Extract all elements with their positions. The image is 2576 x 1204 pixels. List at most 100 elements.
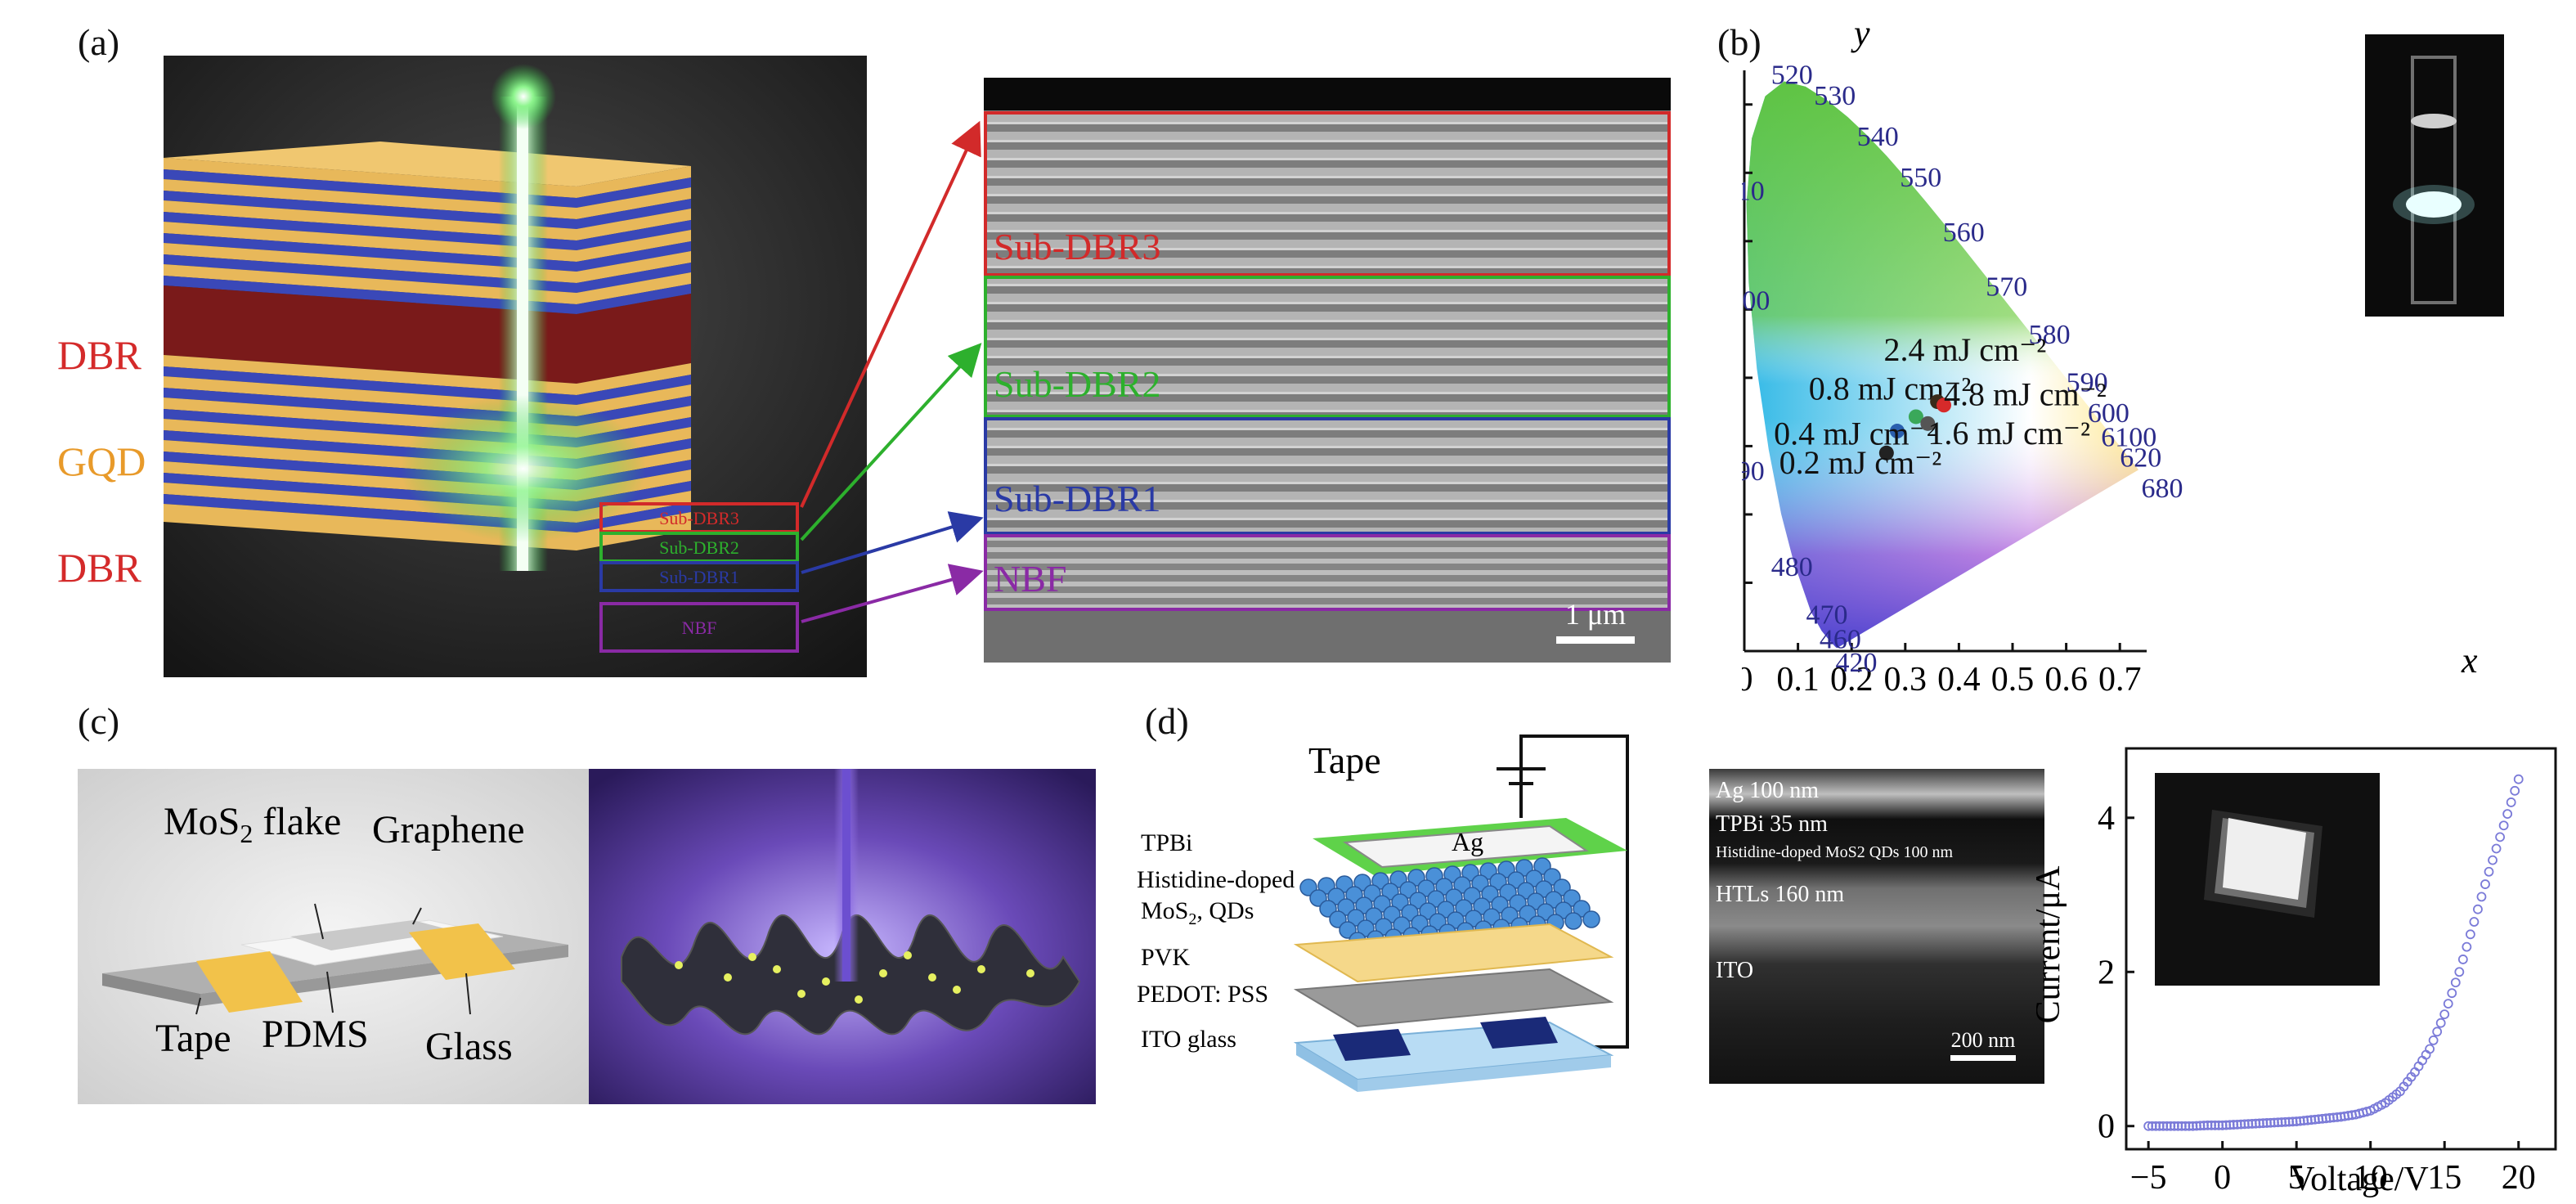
iv-data-point (2435, 1018, 2446, 1028)
panel-d-label: (d) (1145, 700, 1189, 742)
leader-graphene (412, 907, 422, 925)
iv-data-point (2258, 1118, 2269, 1129)
label-mos2-flake: MoS2 flake (164, 800, 341, 848)
cie-wavelength-label: 480 (1771, 552, 1813, 582)
side-label-gqd: GQD (57, 438, 146, 484)
iv-data-point (2480, 879, 2490, 889)
iv-data-point (2236, 1119, 2246, 1130)
iv-data-point (2443, 999, 2453, 1009)
iv-plot-frame (2125, 747, 2557, 1151)
electroluminescence-inset (2155, 773, 2380, 986)
iv-data-point (2184, 1121, 2194, 1131)
iv-data-point (2239, 1119, 2250, 1130)
iv-y-tick-label: 0 (2098, 1108, 2115, 1146)
iv-data-point (2180, 1121, 2191, 1131)
iv-data-point (2154, 1121, 2165, 1131)
cie-wavelength-label: 470 (1806, 600, 1847, 631)
iv-data-point (2224, 1120, 2235, 1130)
layer-label-ito: ITO glass (1141, 1026, 1236, 1053)
device-cross-section-sem: Ag 100 nm TPBi 35 nm Histidine-doped MoS… (1709, 769, 2044, 1084)
iv-data-point (2210, 1120, 2220, 1130)
iv-data-point (2169, 1121, 2179, 1131)
layer-label-histidine: Histidine-doped (1137, 866, 1295, 893)
dbr-stack-illustration: Sub-DBR3 Sub-DBR2 Sub-DBR1 NBF (164, 56, 867, 677)
xsec-label-ag: Ag 100 nm (1716, 778, 1819, 803)
stack-label-dbr2: Sub-DBR2 (659, 537, 739, 558)
iv-data-point (2173, 1121, 2183, 1131)
iv-data-point (2158, 1121, 2169, 1131)
cie-x-tick-label: 0.2 (1830, 661, 1874, 691)
cie-wavelength-label: 550 (1900, 163, 1941, 193)
xsec-label-htl: HTLs 160 nm (1716, 882, 1844, 907)
cie-data-point (1936, 398, 1952, 413)
iv-x-tick-label: 15 (2427, 1159, 2462, 1197)
iv-data-point (2151, 1121, 2161, 1131)
iv-data-point (2206, 1120, 2216, 1130)
iv-data-point (2165, 1121, 2176, 1131)
cie-data-point (1908, 409, 1923, 425)
iv-data-point (2495, 832, 2506, 842)
sem-label-dbr2: Sub-DBR2 (994, 363, 1160, 405)
iv-data-point (2466, 929, 2475, 940)
iv-data-point (2447, 988, 2457, 999)
panel-b-label: (b) (1717, 21, 1761, 63)
label-glass: Glass (425, 1025, 513, 1068)
leader-pdms (326, 971, 334, 1013)
layer-label-pvk: PVK (1141, 944, 1190, 971)
iv-data-point (2450, 977, 2461, 988)
iv-data-point (2491, 843, 2502, 854)
cie-data-point (1920, 416, 1936, 431)
cie-data-point (1878, 445, 1894, 460)
cie-point-label: 1.6 mJ cm⁻² (1928, 415, 2090, 452)
panel-c-label: (c) (78, 700, 120, 742)
cie-x-tick-label: 0.6 (2044, 661, 2088, 691)
label-tape: Tape (155, 1017, 231, 1060)
iv-y-tick-label: 2 (2098, 954, 2115, 991)
sem-label-nbf: NBF (994, 558, 1066, 600)
cie-point-label: 4.8 mJ cm⁻² (1944, 375, 2107, 412)
iv-x-tick-label: 20 (2502, 1159, 2536, 1197)
iv-data-point (2243, 1119, 2254, 1130)
cie-point-label: 0.4 mJ cm⁻² (1774, 416, 1936, 452)
cie-wavelength-label: 590 (2067, 368, 2108, 398)
leader-tape (195, 997, 201, 1015)
xsec-label-ito: ITO (1716, 958, 1753, 983)
iv-data-point (2221, 1120, 2232, 1130)
label-pdms: PDMS (262, 1013, 369, 1056)
device-fabrication-schematic: MoS2 flake Graphene Tape PDMS Glass (78, 769, 589, 1104)
iv-data-point (2510, 785, 2520, 796)
cie-wavelength-label: 420 (1836, 648, 1878, 678)
label-graphene: Graphene (372, 808, 525, 851)
xsec-scale-label: 200 nm (1951, 1028, 2016, 1052)
iv-data-point (2457, 955, 2468, 964)
stack-label-nbf: NBF (682, 618, 717, 638)
iv-data-point (2502, 809, 2513, 819)
iv-data-point (2217, 1120, 2228, 1130)
iv-data-point (2287, 1116, 2298, 1127)
cie-wavelength-label: 540 (1857, 122, 1899, 152)
iv-data-point (2214, 1120, 2224, 1130)
layer-label-tpbi: TPBi (1141, 829, 1192, 856)
stack-label-dbr3: Sub-DBR3 (659, 508, 739, 528)
iv-data-point (2143, 1121, 2154, 1131)
iv-data-point (2469, 917, 2480, 927)
connector-arrows (800, 120, 984, 623)
iv-data-point (2199, 1121, 2209, 1130)
cie-wavelength-label: 500 (1742, 285, 1770, 316)
iv-data-point (2269, 1117, 2279, 1128)
iv-data-point (2462, 941, 2472, 952)
cie-x-tick-label: 0 (1742, 661, 1753, 691)
iv-data-point (2228, 1120, 2239, 1130)
iv-data-point (2284, 1116, 2295, 1127)
iv-data-point (2498, 820, 2509, 831)
iv-data-point (2262, 1118, 2272, 1128)
iv-data-point (2484, 866, 2494, 877)
iv-data-point (2265, 1117, 2276, 1128)
cie-wavelength-label: 560 (1943, 218, 1985, 248)
cie-x-axis-label: x (2461, 640, 2478, 681)
cie-wavelength-label: 6100 (2101, 422, 2156, 452)
iv-data-point (2280, 1116, 2291, 1127)
iv-data-point (2202, 1120, 2213, 1130)
iv-data-point (2432, 1027, 2443, 1037)
